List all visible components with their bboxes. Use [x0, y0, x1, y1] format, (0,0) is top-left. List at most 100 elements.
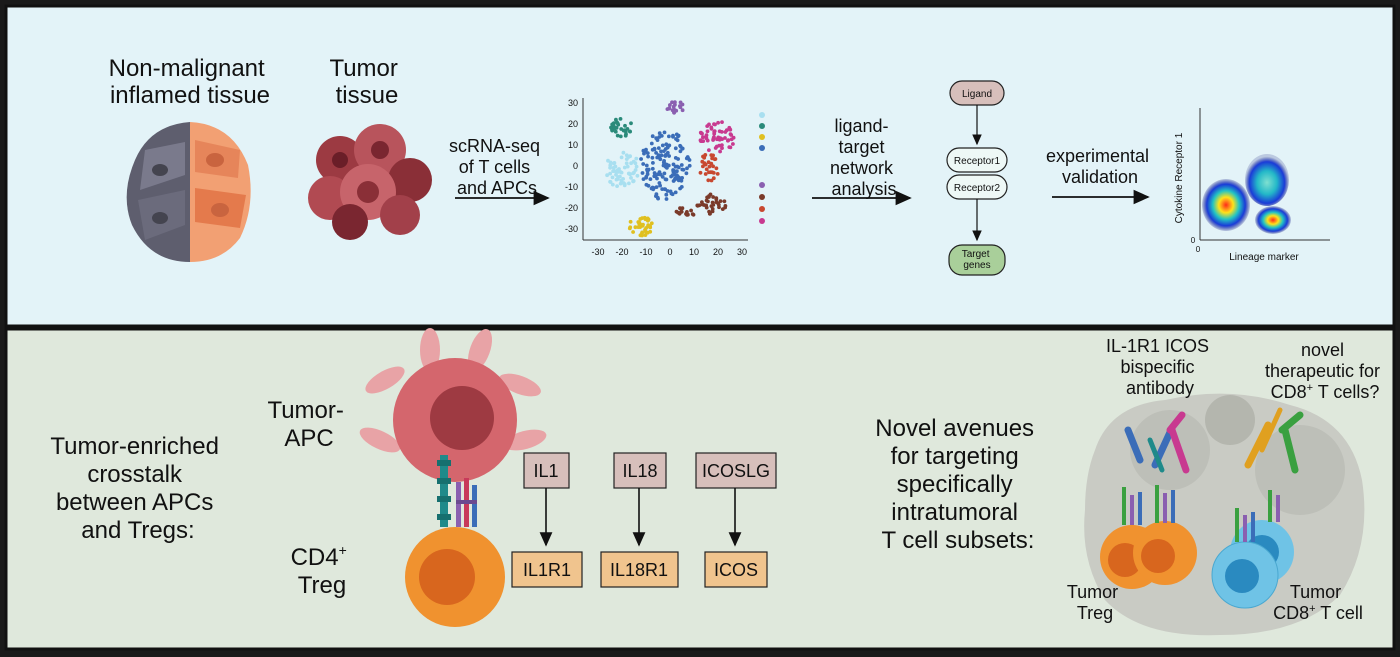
tsne-cell-dot: [717, 129, 722, 134]
bispecific-antibody: [1124, 411, 1190, 474]
tsne-y-tick: -20: [565, 203, 578, 213]
tsne-y-tick: 0: [573, 161, 578, 171]
tsne-cell-dot: [634, 164, 639, 169]
bispecific-label: IL-1R1 ICOS bispecific antibody: [1106, 336, 1214, 398]
tsne-cell-dot: [621, 181, 626, 185]
tsne-cell-dot: [710, 207, 715, 211]
ligand-label-il18: IL18: [622, 461, 657, 481]
tsne-cell-dot: [622, 165, 627, 170]
flow-population-2: [1245, 154, 1289, 206]
tsne-cell-dot: [659, 149, 663, 154]
tsne-cell-dot: [690, 212, 695, 217]
tsne-cell-dot: [608, 165, 612, 170]
tsne-cell-dot: [704, 203, 708, 208]
tsne-cell-dot: [634, 156, 639, 161]
tsne-cell-dot: [608, 160, 613, 165]
target-genes-label: Target genes: [962, 249, 993, 271]
tsne-cell-dot: [680, 176, 684, 180]
tsne-cell-dot: [657, 131, 662, 136]
tsne-cell-dot: [710, 156, 714, 161]
tsne-x-tick: -30: [591, 247, 604, 257]
tsne-cell-dot: [618, 134, 623, 139]
tsne-cell-dot: [615, 133, 620, 138]
tsne-cell-dot: [636, 220, 641, 224]
tsne-cell-dot: [613, 164, 618, 169]
tsne-cell-dot: [672, 110, 676, 115]
tsne-cell-dot: [678, 186, 682, 191]
tsne-cell-dot: [704, 135, 708, 139]
tsne-cell-dot: [624, 132, 628, 137]
tsne-cell-dot: [660, 143, 665, 148]
tsne-cell-dot: [729, 137, 734, 142]
tsne-cell-dot: [623, 123, 627, 128]
tsne-cell-dot: [626, 171, 631, 176]
tsne-cell-dot: [673, 100, 677, 105]
tsne-cell-dot: [610, 175, 615, 180]
tsne-cell-dot: [687, 163, 692, 168]
tumor-cd8-cells: [1211, 490, 1294, 609]
tsne-cell-dot: [614, 117, 618, 122]
tsne-cell-dot: [700, 200, 704, 205]
pair-icoslg: ICOSLG ICOS: [695, 452, 777, 588]
tsne-y-tick: -30: [565, 224, 578, 234]
tsne-cell-dot: [654, 194, 658, 199]
tsne-cell-dot: [705, 124, 710, 128]
tsne-x-ticks: -30 -20 -10 0 10 20 30: [591, 247, 747, 257]
tsne-cell-dot: [655, 176, 659, 181]
tsne-cell-dot: [673, 176, 678, 181]
tumor-apc-label: Tumor- APC: [267, 397, 350, 452]
tsne-cell-dot: [662, 130, 667, 135]
tsne-y-tick: -10: [565, 182, 578, 192]
tsne-cell-dot: [652, 146, 657, 151]
tsne-cell-dot: [709, 153, 714, 158]
tsne-cell-dot: [664, 197, 669, 201]
tsne-cell-dot: [628, 219, 633, 224]
tsne-x-tick: -20: [615, 247, 628, 257]
tsne-cell-dot: [722, 199, 727, 204]
tumor-tissue-illustration: [308, 124, 432, 240]
ligand-box-il1: [523, 452, 570, 489]
tsne-cell-dot: [701, 164, 705, 169]
tsne-cell-dot: [627, 226, 632, 231]
tsne-cell-dot: [633, 168, 638, 172]
tsne-cell-dot: [670, 100, 674, 105]
tsne-cell-dot: [726, 138, 731, 143]
tsne-x-tick: -10: [639, 247, 652, 257]
receptor2-node-label: Receptor2: [954, 183, 1001, 194]
tsne-cell-dot: [618, 117, 623, 121]
tsne-cell-dot: [711, 136, 716, 141]
tsne-cell-dot: [644, 182, 649, 187]
apc-cell-illustration: [359, 328, 547, 482]
tsne-cell-dot: [706, 199, 710, 204]
receptor-box-il1r1: [511, 551, 583, 588]
tsne-cell-dot: [635, 173, 640, 178]
tsne-cell-dot: [605, 173, 609, 178]
tsne-cell-dot: [728, 145, 733, 150]
tsne-cell-dot: [723, 205, 727, 210]
tsne-cell-dot: [667, 106, 672, 111]
tsne-cell-dot: [643, 149, 648, 154]
tsne-cell-dot: [714, 144, 719, 149]
tsne-cell-dot: [631, 230, 635, 234]
tsne-cell-dot: [671, 133, 675, 138]
tsne-cell-dot: [659, 134, 664, 138]
tsne-cell-dot: [728, 132, 733, 137]
tsne-cell-dot: [614, 126, 619, 130]
tsne-cell-dot: [631, 171, 635, 176]
tsne-cell-dot: [718, 149, 722, 154]
tsne-cell-dot: [703, 153, 708, 157]
tsne-cell-dot: [713, 122, 717, 127]
pair-il1: IL1 IL1R1: [511, 452, 583, 588]
tsne-cell-dot: [720, 137, 724, 142]
tsne-cell-dot: [650, 166, 655, 171]
tsne-cell-dot: [720, 120, 724, 124]
tsne-cell-dot: [704, 167, 709, 172]
ligand-label-icoslg: ICOSLG: [702, 461, 770, 481]
tsne-cell-dot: [640, 216, 645, 221]
tsne-cell-dot: [684, 212, 688, 216]
tsne-cell-dot: [624, 161, 629, 166]
tsne-cell-dot: [698, 130, 703, 135]
tsne-cell-dot: [662, 149, 666, 154]
tsne-cell-dot: [711, 195, 715, 199]
tsne-cell-dot: [657, 181, 662, 185]
